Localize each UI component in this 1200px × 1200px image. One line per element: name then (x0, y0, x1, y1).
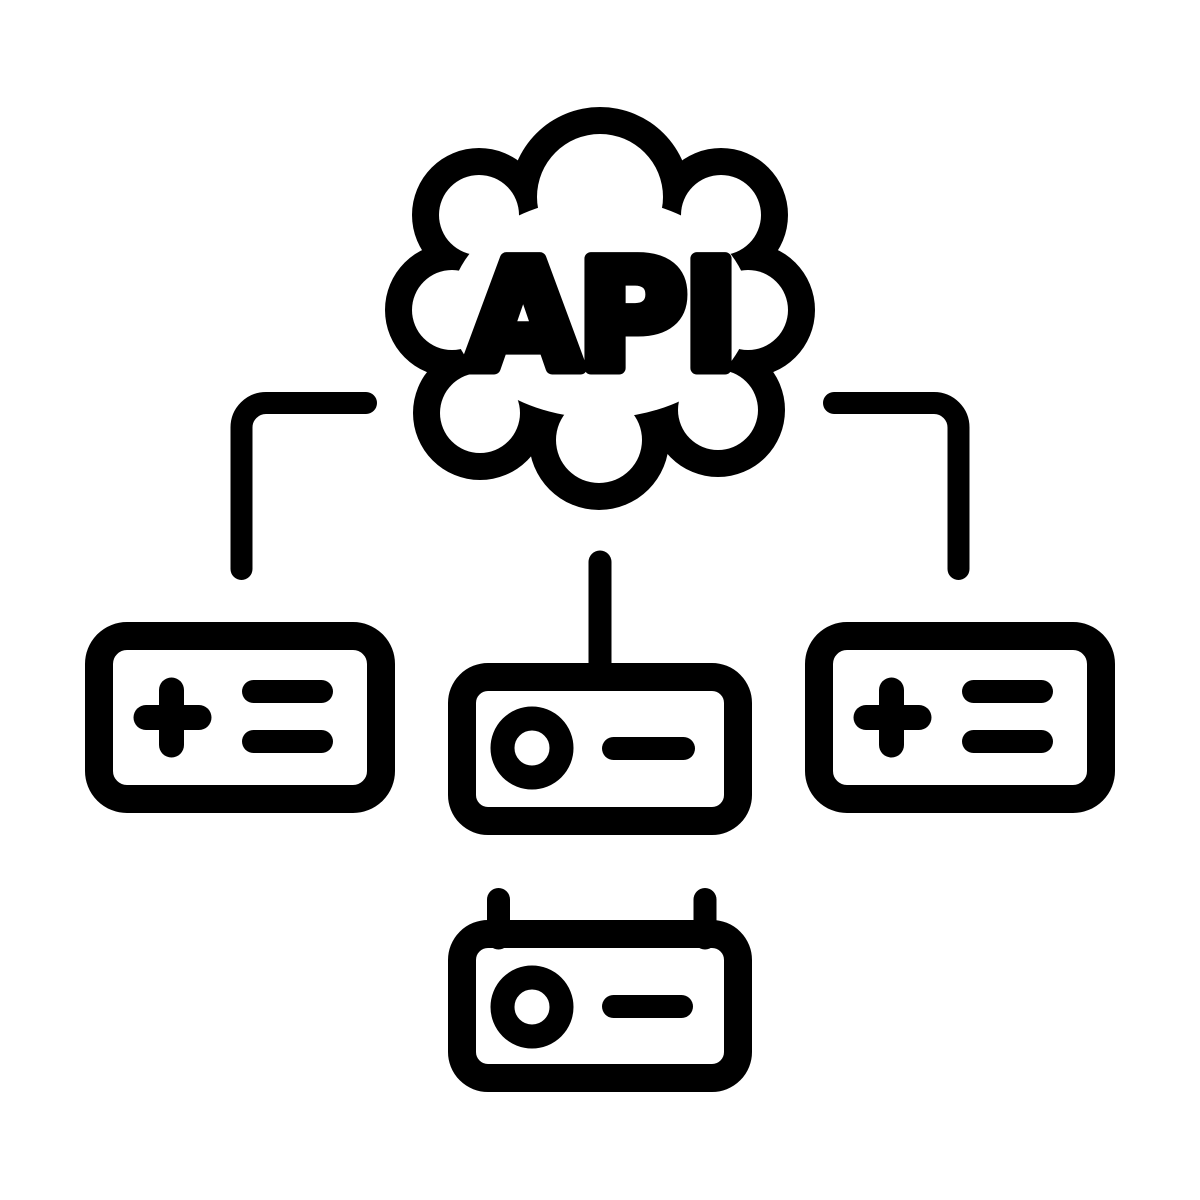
module-card-right (805, 622, 1115, 813)
toggle-dash-icon (490, 965, 693, 1049)
connector-right-icon (823, 392, 970, 580)
card-frame (448, 663, 752, 835)
toggle-knob-icon (490, 965, 574, 1049)
module-card-bottom (448, 888, 752, 1092)
api-cloud-node: API (385, 107, 815, 510)
plus-equals-icon (133, 677, 333, 758)
toggle-dash-icon (490, 706, 695, 790)
api-cloud-icon (385, 107, 815, 510)
cloud-lobe-inner (556, 397, 642, 483)
api-label: API (465, 230, 735, 404)
card-frame (805, 622, 1115, 813)
toggle-knob-icon (490, 706, 574, 790)
module-card-center (448, 663, 752, 835)
card-frame (448, 920, 752, 1092)
connectors (230, 392, 970, 683)
cloud-interior (412, 134, 788, 483)
connector-left-icon (230, 392, 377, 580)
card-frame (85, 622, 395, 813)
cloud-center-fill (450, 198, 750, 418)
plus-equals-icon (853, 677, 1053, 758)
module-card-left (85, 622, 395, 813)
cloud-lobe-inner (440, 373, 520, 453)
